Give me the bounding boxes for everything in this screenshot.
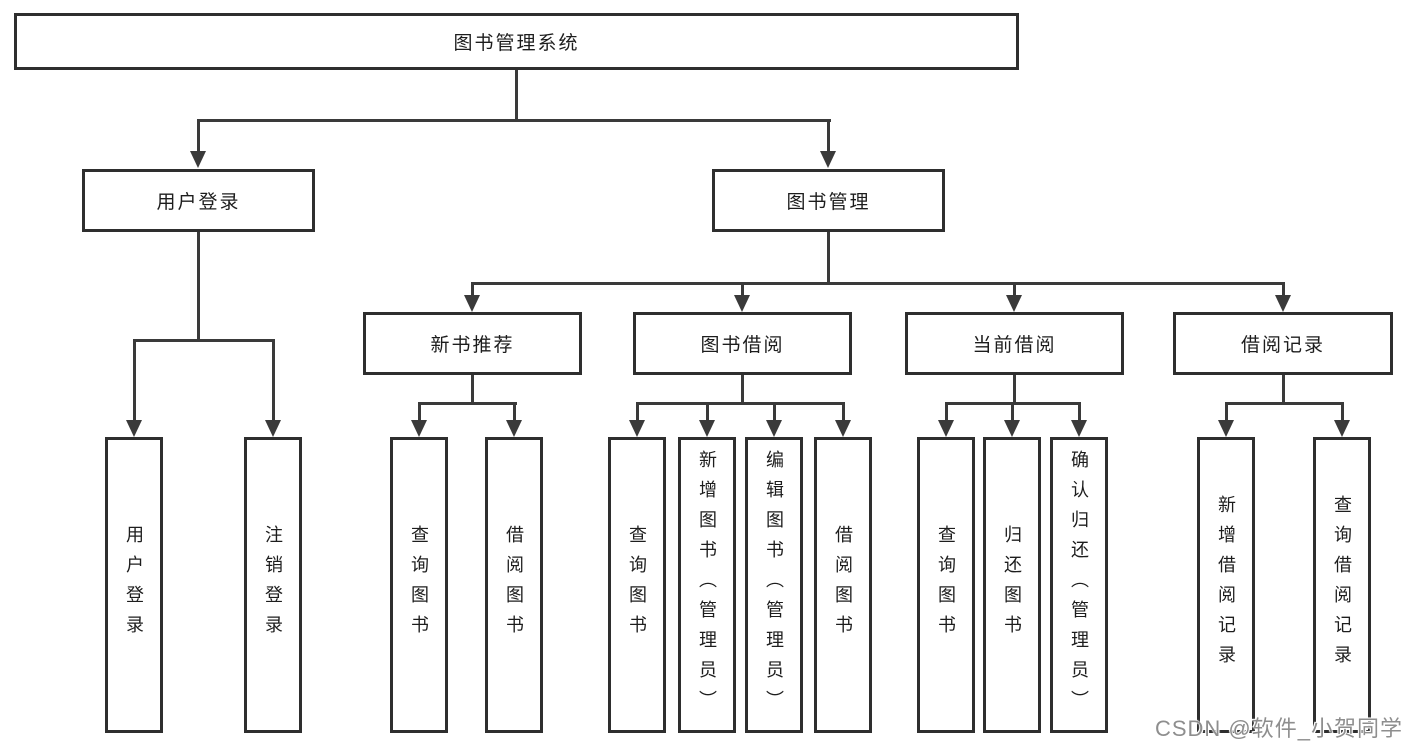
connector-line [773, 402, 776, 423]
connector-line [197, 119, 200, 153]
node-library-system: 图书管理系统 [14, 13, 1019, 70]
connector-line [1341, 402, 1344, 423]
leaf-label: 借阅图书 [504, 525, 524, 645]
leaf-label: 借阅图书 [833, 525, 853, 645]
node-new-book-recommend: 新书推荐 [363, 312, 582, 375]
connector-line [515, 70, 518, 122]
connector-line [133, 339, 136, 423]
leaf-logout: 注销登录 [244, 437, 302, 733]
connector-line [827, 119, 830, 153]
leaf-add-book-admin: 新增图书（管理员） [678, 437, 736, 733]
connector-line [1225, 402, 1344, 405]
leaf-query-borrow-record: 查询借阅记录 [1313, 437, 1371, 733]
csdn-watermark: CSDN @软件_小贺同学 [1154, 716, 1403, 741]
arrowhead-down-icon [820, 151, 836, 168]
arrowhead-down-icon [1004, 420, 1020, 437]
leaf-label: 注销登录 [263, 525, 283, 645]
connector-line [1078, 402, 1081, 423]
arrowhead-down-icon [506, 420, 522, 437]
arrowhead-down-icon [629, 420, 645, 437]
arrowhead-down-icon [938, 420, 954, 437]
connector-line [1013, 282, 1016, 298]
leaf-label: 查询图书 [409, 525, 429, 645]
arrowhead-down-icon [1275, 295, 1291, 312]
node-user-login: 用户登录 [82, 169, 315, 232]
arrowhead-down-icon [126, 420, 142, 437]
leaf-label: 新增借阅记录 [1216, 495, 1236, 675]
connector-line [471, 282, 474, 298]
arrowhead-down-icon [766, 420, 782, 437]
arrowhead-down-icon [1006, 295, 1022, 312]
leaf-label: 用户登录 [124, 525, 144, 645]
node-borrow-records: 借阅记录 [1173, 312, 1393, 375]
connector-line [471, 282, 1285, 285]
connector-line [827, 232, 830, 285]
leaf-label: 确认归还（管理员） [1069, 450, 1089, 720]
leaf-label: 新增图书（管理员） [697, 450, 717, 720]
connector-line [1282, 282, 1285, 298]
arrowhead-down-icon [464, 295, 480, 312]
arrowhead-down-icon [1071, 420, 1087, 437]
leaf-query-book-3: 查询图书 [917, 437, 975, 733]
leaf-label: 编辑图书（管理员） [764, 450, 784, 720]
leaf-query-book-1: 查询图书 [390, 437, 448, 733]
connector-line [133, 339, 275, 342]
connector-line [1011, 402, 1014, 423]
leaf-return-book: 归还图书 [983, 437, 1041, 733]
leaf-borrow-book-2: 借阅图书 [814, 437, 872, 733]
connector-line [1013, 375, 1016, 405]
leaf-label: 查询图书 [936, 525, 956, 645]
connector-line [741, 282, 744, 298]
connector-line [1225, 402, 1228, 423]
arrowhead-down-icon [699, 420, 715, 437]
arrowhead-down-icon [1218, 420, 1234, 437]
node-current-borrow: 当前借阅 [905, 312, 1124, 375]
connector-line [842, 402, 845, 423]
leaf-confirm-return-admin: 确认归还（管理员） [1050, 437, 1108, 733]
leaf-label: 查询借阅记录 [1332, 495, 1352, 675]
arrowhead-down-icon [411, 420, 427, 437]
connector-line [418, 402, 421, 423]
leaf-add-borrow-record: 新增借阅记录 [1197, 437, 1255, 733]
arrowhead-down-icon [190, 151, 206, 168]
connector-line [513, 402, 516, 423]
connector-line [471, 375, 474, 405]
connector-line [197, 119, 831, 122]
node-book-management: 图书管理 [712, 169, 945, 232]
connector-line [418, 402, 517, 405]
connector-line [945, 402, 948, 423]
node-book-borrow: 图书借阅 [633, 312, 852, 375]
arrowhead-down-icon [1334, 420, 1350, 437]
leaf-label: 查询图书 [627, 525, 647, 645]
connector-line [741, 375, 744, 405]
arrowhead-down-icon [265, 420, 281, 437]
arrowhead-down-icon [734, 295, 750, 312]
connector-line [272, 339, 275, 423]
leaf-borrow-book-1: 借阅图书 [485, 437, 543, 733]
connector-line [1282, 375, 1285, 405]
connector-line [636, 402, 845, 405]
leaf-user-login: 用户登录 [105, 437, 163, 733]
leaf-label: 归还图书 [1002, 525, 1022, 645]
connector-line [706, 402, 709, 423]
leaf-query-book-2: 查询图书 [608, 437, 666, 733]
connector-line [197, 232, 200, 342]
connector-line [636, 402, 639, 423]
arrowhead-down-icon [835, 420, 851, 437]
leaf-edit-book-admin: 编辑图书（管理员） [745, 437, 803, 733]
